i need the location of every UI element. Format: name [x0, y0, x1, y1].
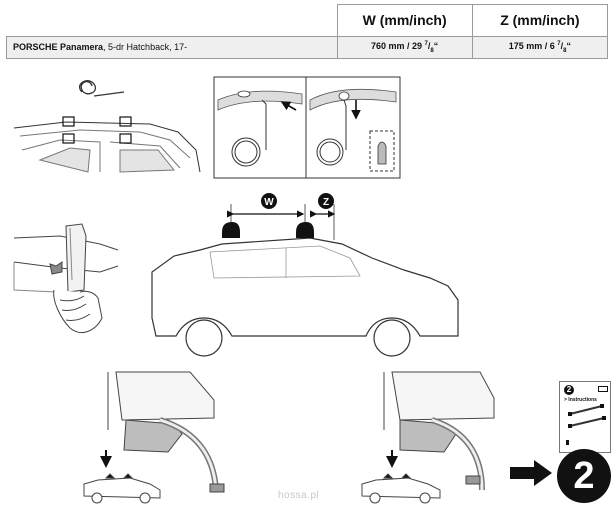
z-fraction-num: 7 — [557, 40, 561, 47]
hand-installation-illustration — [13, 223, 119, 333]
wire-detail-panel — [213, 76, 401, 179]
roof-foot-rear — [296, 222, 314, 238]
z-fraction-den: 8 — [563, 47, 567, 54]
rear-foot-detail-illustration — [361, 371, 495, 504]
w-fraction-num: 7 — [424, 40, 428, 47]
card-step-number: 2 — [564, 385, 574, 395]
z-value: 175 mm / 6 — [508, 40, 555, 51]
next-step-button[interactable]: 2 — [557, 449, 611, 503]
measurement-table: W (mm/inch) Z (mm/inch) PORSCHE Panamera… — [6, 4, 609, 60]
w-marker-circle — [261, 193, 277, 209]
column-header-z: Z (mm/inch) — [471, 4, 609, 37]
w-value: 760 mm / 29 — [370, 40, 423, 51]
table-row: PORSCHE Panamera, 5-dr Hatchback, 17- 76… — [6, 35, 609, 60]
vehicle-model-details: , 5-dr Hatchback, 17- — [103, 42, 188, 53]
plug-detail-box — [369, 130, 395, 172]
z-marker-label: Z — [323, 197, 329, 208]
w-value-cell: 760 mm / 29 7/8“ — [336, 35, 473, 60]
table-header-row: W (mm/inch) Z (mm/inch) — [6, 4, 609, 37]
z-marker-circle — [318, 193, 334, 209]
card-corner-box — [598, 386, 608, 392]
mount-point-rear-left — [62, 133, 75, 144]
front-foot-detail-illustration — [83, 371, 225, 504]
roof-foot-front — [222, 222, 240, 238]
next-step-arrow-icon — [510, 460, 552, 486]
car-side-view: W Z — [151, 193, 459, 357]
next-instructions-card[interactable]: 2 > Instructions — [559, 381, 611, 453]
z-value-cell: 175 mm / 6 7/8“ — [471, 35, 609, 60]
vehicle-model-cell: PORSCHE Panamera, 5-dr Hatchback, 17- — [6, 35, 338, 60]
w-marker-label: W — [264, 197, 274, 208]
card-title: > Instructions — [564, 397, 597, 403]
roof-bars-icon — [566, 404, 606, 445]
coiled-wire — [79, 80, 97, 95]
watermark: hossa.pl — [278, 490, 320, 501]
w-fraction-den: 8 — [430, 47, 434, 54]
roof-mounting-points-illustration — [13, 80, 201, 173]
mount-point-rear-right — [119, 133, 132, 144]
insert-arrow — [280, 101, 297, 111]
mount-point-front-left — [62, 116, 75, 127]
mount-point-front-right — [119, 116, 132, 127]
vehicle-model-name: PORSCHE Panamera — [13, 42, 104, 53]
